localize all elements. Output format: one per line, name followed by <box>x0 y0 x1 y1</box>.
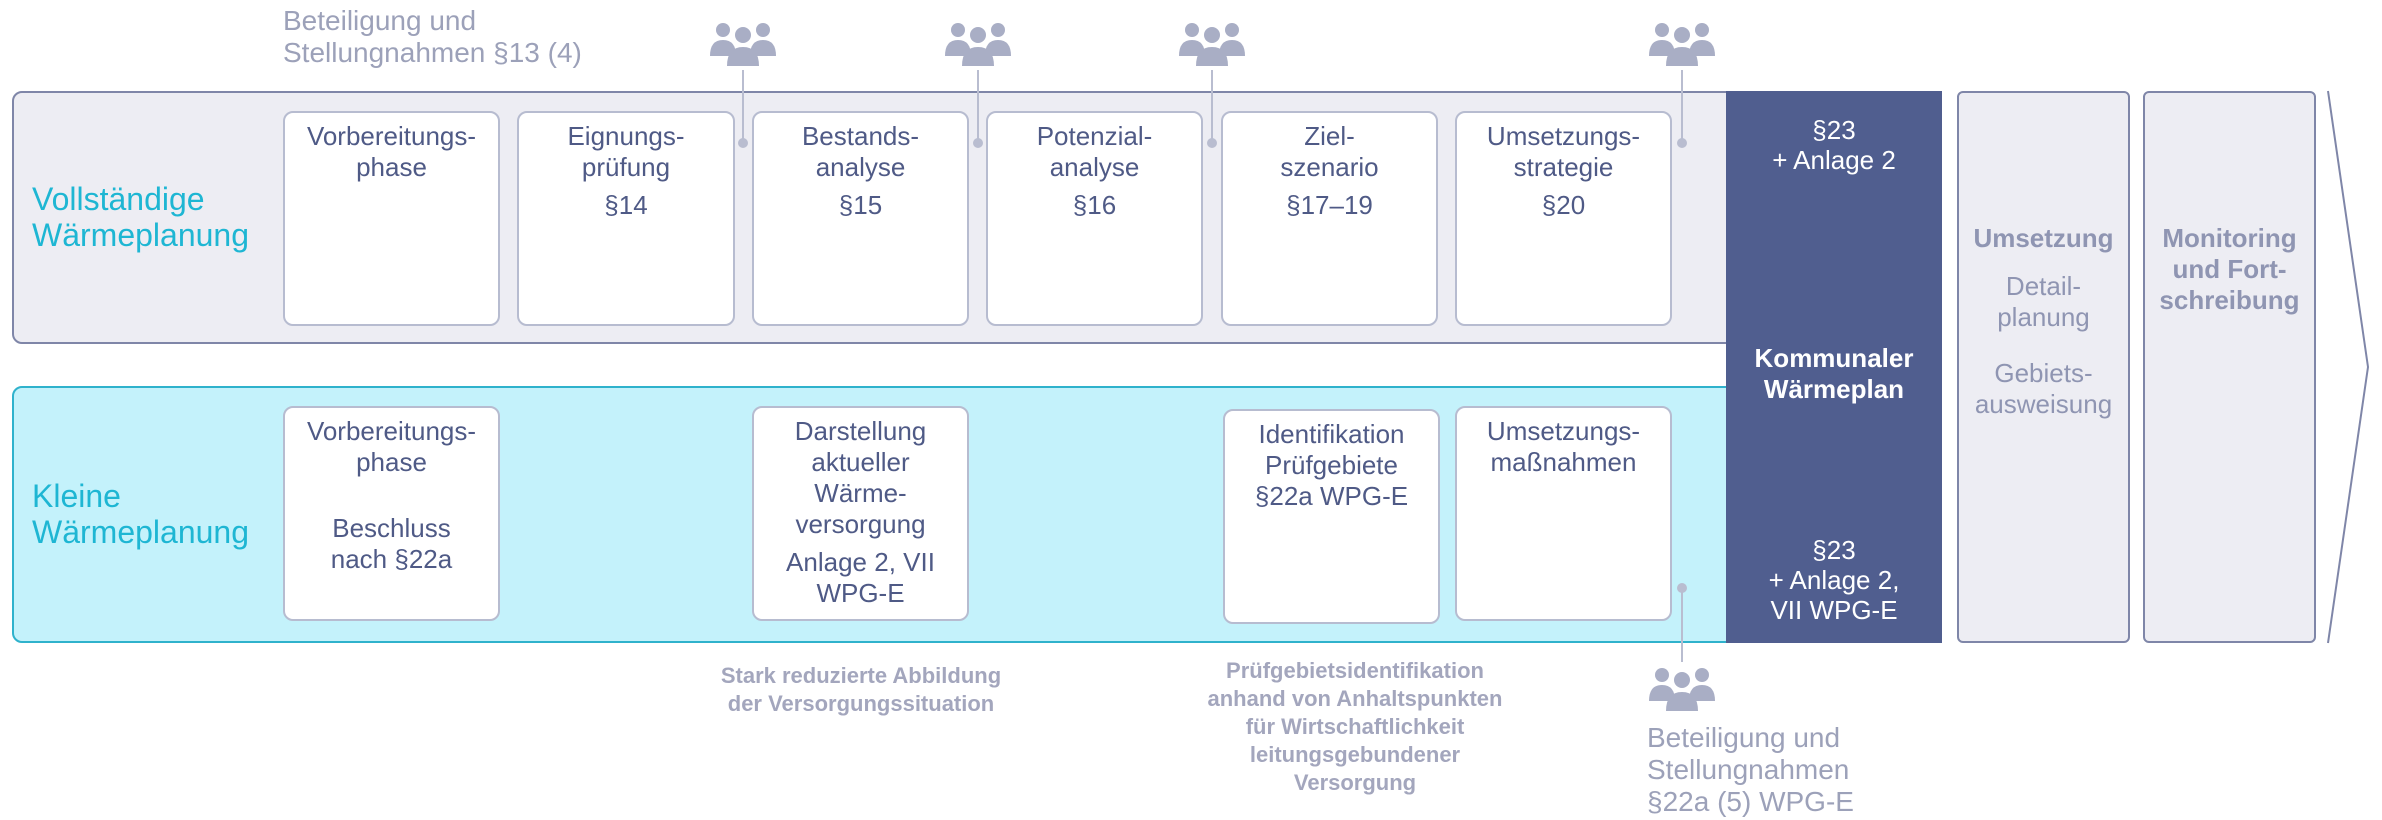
plan-bottom-ref: §23 + Anlage 2, VII WPG-E <box>1768 535 1900 625</box>
phase-name: Potenzial- analyse <box>1036 121 1153 182</box>
phase-box-inventory: Bestands- analyse §15 <box>752 111 969 326</box>
phase-box-suitability: Eignungs- prüfung §14 <box>517 111 735 326</box>
phase-box-strategy: Umsetzungs- strategie §20 <box>1455 111 1672 326</box>
full-planning-title: Vollständige Wärmeplanung <box>32 181 249 253</box>
phase-box-preparation: Vorbereitungs- phase <box>283 111 500 326</box>
participation-connector <box>742 70 744 142</box>
phase-name: Vorbereitungs- phase <box>306 416 477 477</box>
implementation-title: Umsetzung <box>1973 223 2114 253</box>
participation-connector-dot <box>738 138 748 148</box>
municipal-heat-plan-column: §23 + Anlage 2 Kommunaler Wärmeplan §23 … <box>1726 91 1942 643</box>
small-phase-box-identification: Identifikation Prüfgebiete §22a WPG-E <box>1223 409 1440 624</box>
phase-box-target-scenario: Ziel- szenario §17–19 <box>1221 111 1438 326</box>
monitoring-title: Monitoring und Fort- schreibung <box>2159 223 2300 315</box>
participation-connector <box>977 70 979 142</box>
phase-ref: §15 <box>838 190 883 220</box>
phase-name: Bestands- analyse <box>801 121 920 182</box>
phase-ref: Anlage 2, VII WPG-E <box>786 547 935 608</box>
participation-connector <box>1681 70 1683 142</box>
phase-name: Eignungs- prüfung <box>567 121 685 182</box>
small-phase-box-current-supply: Darstellung aktueller Wärme- versorgung … <box>752 406 969 621</box>
people-group-icon <box>1649 668 1715 711</box>
phase-ref: §20 <box>1541 190 1586 220</box>
people-group-icon <box>1649 23 1715 66</box>
note-reduced-supply: Stark reduzierte Abbildung der Versorgun… <box>720 663 1002 716</box>
participation-connector <box>1211 70 1213 142</box>
phase-ref: §14 <box>604 190 648 220</box>
participation-caption-top: Beteiligung und Stellungnahmen §13 (4) <box>283 5 582 68</box>
participation-connector-dot <box>973 138 983 148</box>
implementation-column: Umsetzung Detail- planung Gebiets- auswe… <box>1957 91 2130 643</box>
plan-title: Kommunaler Wärmeplan <box>1754 343 1914 404</box>
monitoring-column: Monitoring und Fort- schreibung <box>2143 91 2316 643</box>
small-phase-box-preparation: Vorbereitungs- phase Beschluss nach §22a <box>283 406 500 621</box>
phase-name: Ziel- szenario <box>1280 121 1379 182</box>
people-group-icon <box>945 23 1011 66</box>
implementation-item: Detail- planung <box>1997 271 2090 332</box>
note-identification: Prüfgebietsidentifikation anhand von Anh… <box>1207 658 1503 795</box>
small-planning-title: Kleine Wärmeplanung <box>32 478 249 550</box>
small-phase-box-measures: Umsetzungs- maßnahmen <box>1455 406 1672 621</box>
participation-connector-dot <box>1207 138 1217 148</box>
phase-box-potential: Potenzial- analyse §16 <box>986 111 1203 326</box>
phase-name: Umsetzungs- maßnahmen <box>1486 416 1641 477</box>
participation-connector-dot <box>1677 138 1687 148</box>
phase-ref: §16 <box>1072 190 1117 220</box>
participation-caption-bottom: Beteiligung und Stellungnahmen §22a (5) … <box>1647 722 1854 817</box>
plan-top-ref: §23 + Anlage 2 <box>1772 115 1896 175</box>
participation-connector <box>1681 587 1683 662</box>
phase-ref: Beschluss nach §22a <box>330 513 453 574</box>
phase-name: Umsetzungs- strategie <box>1486 121 1641 182</box>
phase-name: Vorbereitungs- phase <box>306 121 477 182</box>
phase-name: Darstellung aktueller Wärme- versorgung <box>794 416 927 539</box>
implementation-item: Gebiets- ausweisung <box>1974 358 2113 419</box>
people-group-icon <box>1179 23 1245 66</box>
arrow-right-icon <box>2327 90 2370 644</box>
phase-name: Identifikation Prüfgebiete §22a WPG-E <box>1254 419 1409 511</box>
phase-ref: §17–19 <box>1286 190 1373 220</box>
people-group-icon <box>710 23 776 66</box>
